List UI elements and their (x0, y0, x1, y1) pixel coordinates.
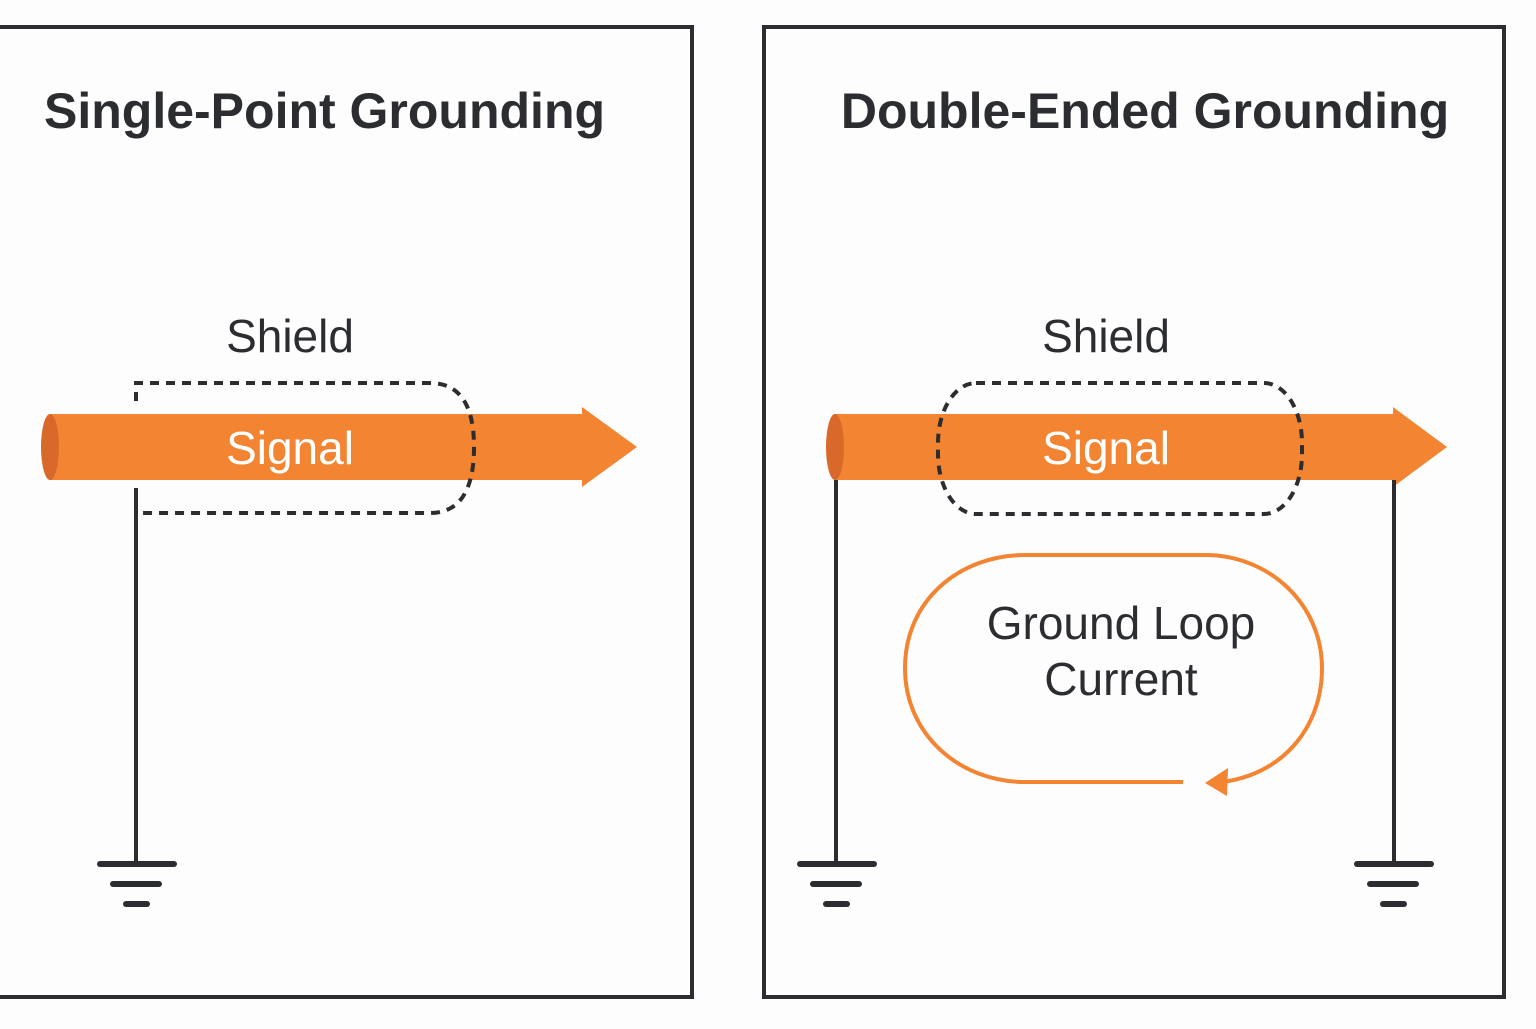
left-panel-frame (0, 25, 694, 999)
ground-loop-path (902, 553, 1325, 784)
left-signal-arrow (50, 407, 637, 487)
right-shield-label: Shield (1042, 310, 1170, 362)
double-ended-panel: Double-Ended Grounding Shield Signal Gro… (762, 25, 1506, 999)
right-signal-label: Signal (1042, 422, 1170, 474)
right-panel-frame (762, 25, 1506, 999)
left-shield-outline (134, 381, 477, 515)
right-shield-outline (936, 381, 1304, 516)
right-signal-arrow (835, 407, 1447, 487)
loop-label-line2: Current (1044, 653, 1198, 705)
ground-icon (1354, 861, 1434, 907)
left-signal-cable: Signal (41, 407, 637, 487)
right-cable-end (826, 414, 844, 480)
right-panel-title: Double-Ended Grounding (841, 83, 1449, 139)
loop-label-line1: Ground Loop (987, 597, 1256, 649)
ground-icon (97, 861, 177, 907)
left-cable-end (41, 414, 59, 480)
ground-icon (797, 861, 877, 907)
single-point-panel: Single-Point Grounding Shield Signal (0, 25, 694, 999)
right-signal-cable: Signal (826, 407, 1447, 487)
loop-arrowhead-icon (1205, 768, 1228, 796)
left-panel-title: Single-Point Grounding (44, 83, 605, 139)
left-shield-label: Shield (226, 310, 354, 362)
left-signal-label: Signal (226, 422, 354, 474)
